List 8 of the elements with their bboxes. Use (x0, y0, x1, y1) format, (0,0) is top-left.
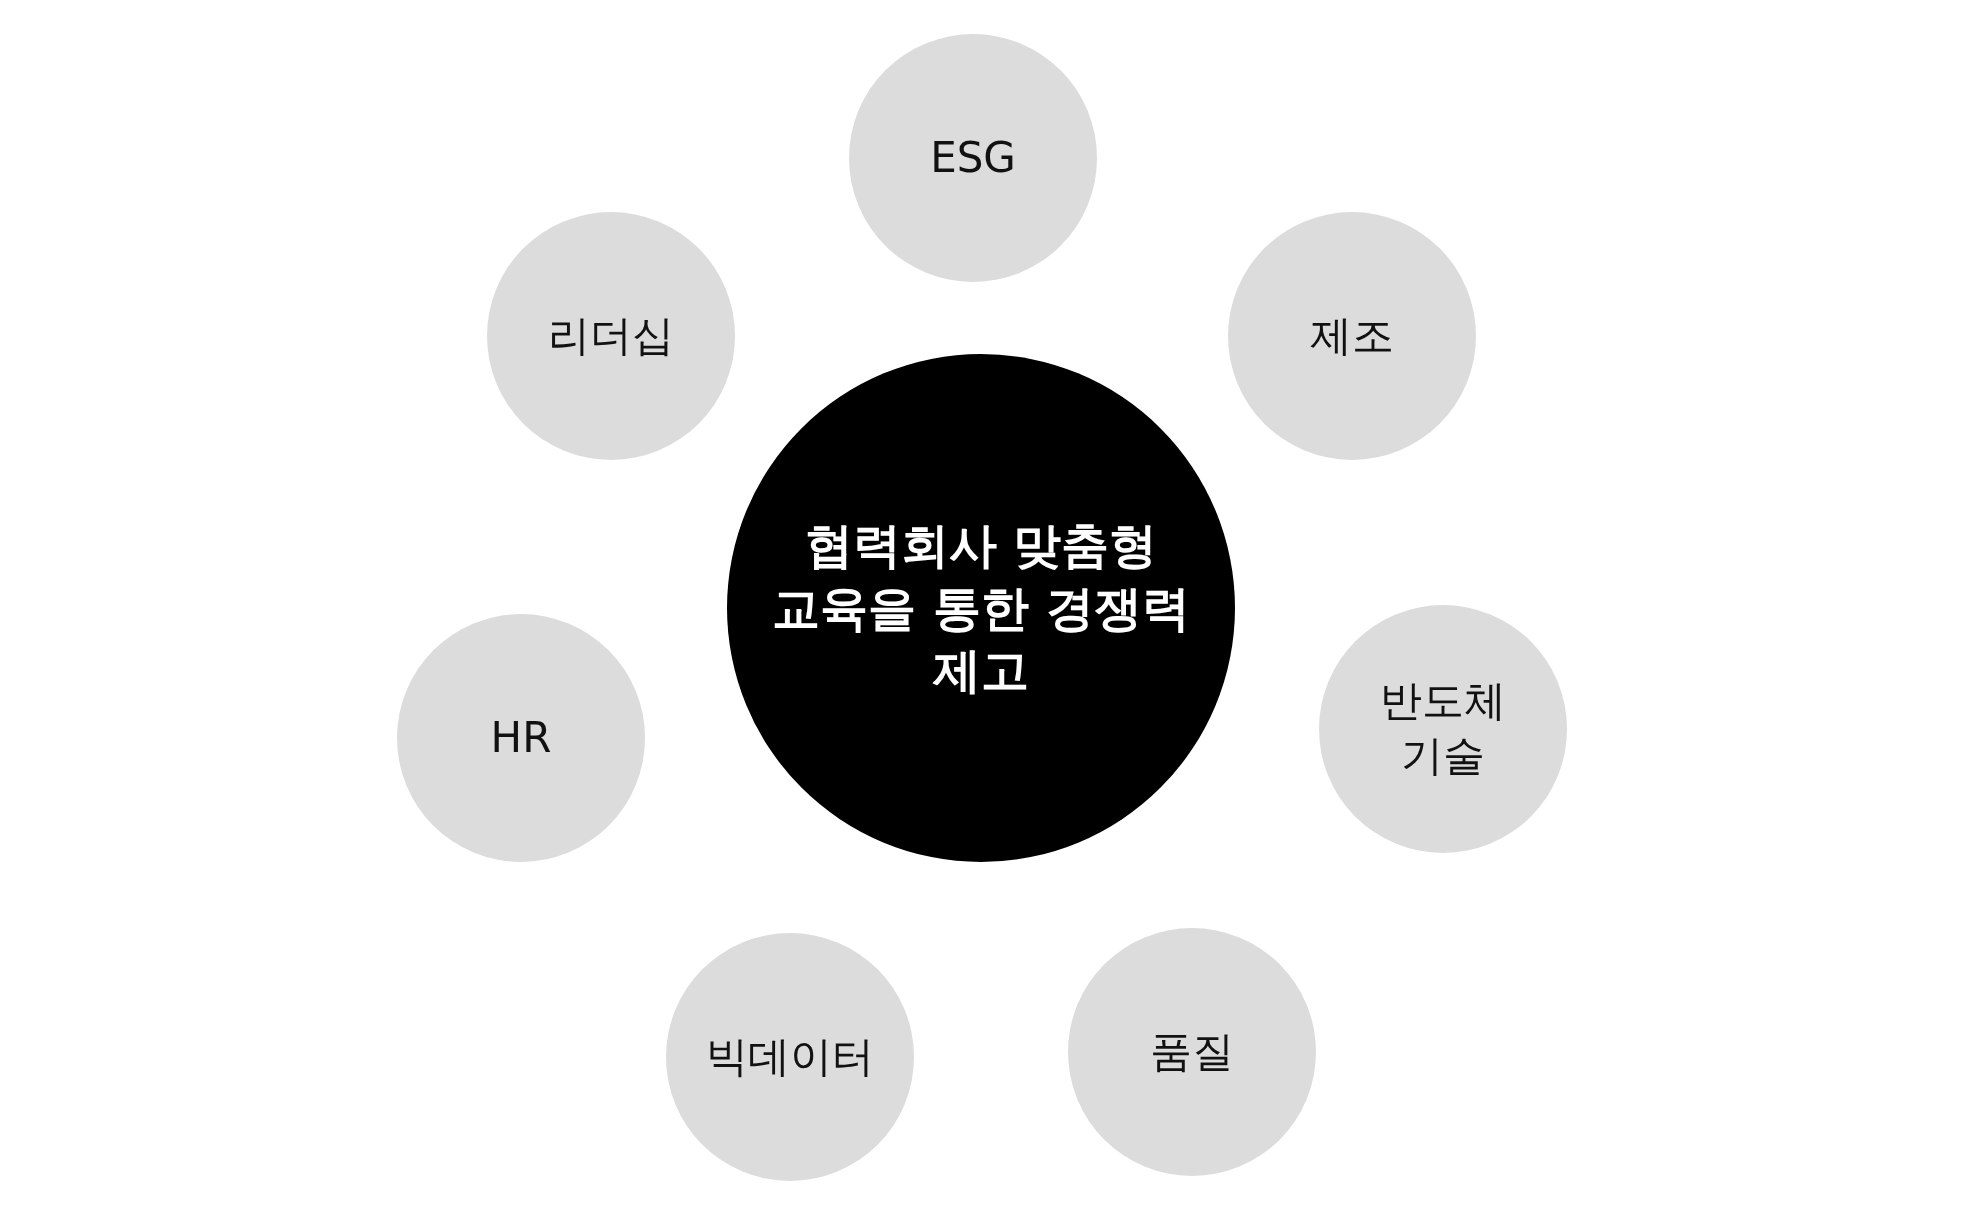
topic-label: 리더십 (548, 309, 674, 362)
topic-label: HR (490, 711, 552, 764)
center-title: 협력회사 맞춤형 교육을 통한 경쟁력 제고 (771, 516, 1191, 701)
topic-label: ESG (930, 131, 1016, 184)
topic-label: 반도체 기술 (1379, 675, 1507, 782)
topic-label: 제조 (1310, 309, 1394, 362)
topic-label: 빅데이터 (706, 1030, 874, 1083)
topic-label: 품질 (1150, 1025, 1234, 1078)
